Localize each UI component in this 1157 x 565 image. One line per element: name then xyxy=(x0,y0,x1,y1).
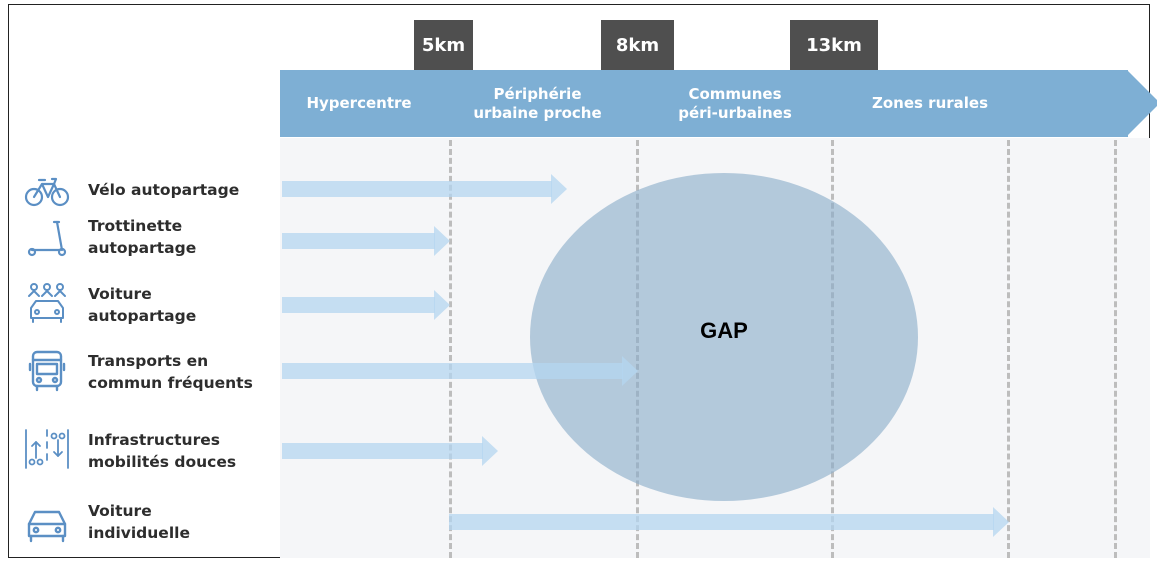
coverage-arrow-infrastructures xyxy=(282,436,498,466)
carsharing-icon xyxy=(22,282,72,324)
divider-line xyxy=(1007,140,1010,558)
scooter-icon xyxy=(22,218,72,260)
coverage-arrow-voiture-autopartage xyxy=(282,290,450,320)
bicycle-icon xyxy=(22,170,72,212)
zone-band-arrowhead xyxy=(1127,70,1157,136)
coverage-arrow-velo xyxy=(282,174,567,204)
distance-marker-8km: 8km xyxy=(601,20,674,70)
car-icon xyxy=(22,502,72,544)
gap-label: GAP xyxy=(700,318,748,343)
distance-marker-5km: 5km xyxy=(414,20,473,70)
zone-hypercentre-label: Hypercentre xyxy=(306,94,412,112)
gap-ellipse xyxy=(530,173,918,501)
divider-line xyxy=(449,140,452,558)
zone-hypercentre: Hypercentre xyxy=(282,70,436,137)
bus-icon xyxy=(22,350,72,392)
bike-lane-icon xyxy=(22,428,72,470)
distance-marker-13km: 13km xyxy=(790,20,878,70)
divider-line xyxy=(1114,140,1117,558)
zone-rurales: Zones rurales xyxy=(835,70,1025,137)
zone-rurales-label: Zones rurales xyxy=(871,94,989,112)
zone-band xyxy=(280,70,1128,137)
coverage-arrow-trottinette xyxy=(282,226,450,256)
coverage-arrow-transports xyxy=(282,356,638,386)
coverage-arrow-voiture-individuelle xyxy=(449,507,1009,537)
mode-label-velo: Vélo autopartage xyxy=(88,181,240,199)
